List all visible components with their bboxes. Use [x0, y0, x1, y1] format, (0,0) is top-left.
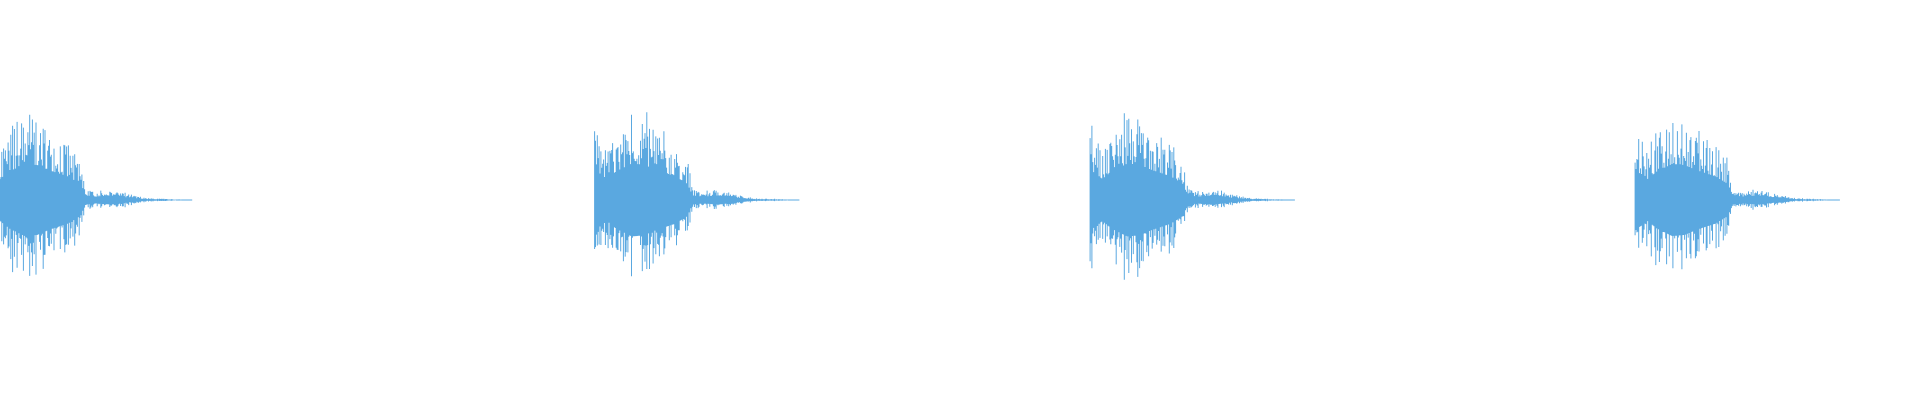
waveform-hit-2	[594, 112, 800, 277]
waveform-hit-2-body	[594, 165, 687, 235]
waveform-hit-4-body	[1635, 165, 1727, 235]
waveform-hit-3	[1089, 113, 1295, 280]
waveform-hit-1	[0, 114, 193, 276]
waveform-hit-4	[1634, 123, 1840, 270]
waveform-hit-3-body	[1090, 165, 1182, 235]
waveform-hit-1-body	[0, 165, 80, 235]
